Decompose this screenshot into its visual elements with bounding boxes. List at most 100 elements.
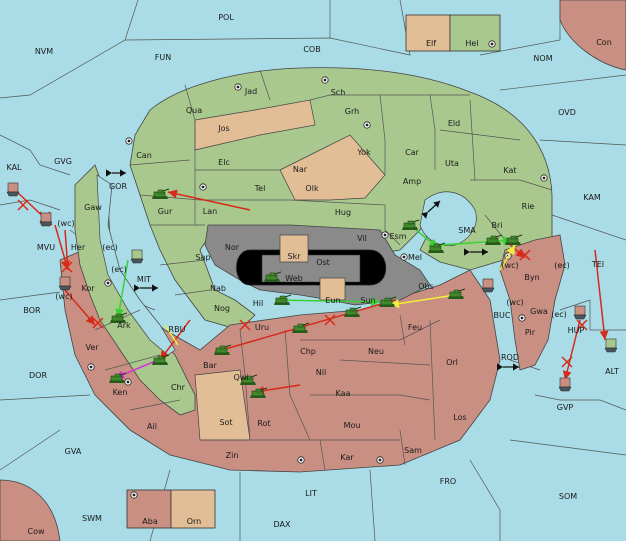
sea-label-buc: BUC — [494, 311, 511, 320]
sea-label-ovd: OVD — [558, 108, 576, 117]
coast-tag: (wc) — [501, 261, 518, 270]
land-labels: Con Elf Hel Jad Sch Qua Grh Jos Eld Can … — [27, 38, 611, 536]
land-label-rot: Rot — [257, 419, 270, 428]
sea-label-rod: ROD — [501, 353, 519, 362]
sea-label-som: SOM — [559, 492, 577, 501]
coast-tag: (ec) — [111, 265, 127, 274]
sea-label-sma: SMA — [458, 226, 476, 235]
land-label-kat: Kat — [503, 166, 516, 175]
land-label-ark: Ark — [117, 321, 131, 330]
sea-label-cob: COB — [303, 45, 320, 54]
land-label-esm: Esm — [389, 232, 406, 241]
sea-label-dor: DOR — [29, 371, 47, 380]
sea-label-mvu: MVU — [37, 243, 55, 252]
coast-tag: (ec) — [554, 261, 570, 270]
land-label-tel: Tel — [254, 184, 266, 193]
land-label-eun: Eun — [325, 296, 340, 305]
land-label-qwi: Qwi — [233, 373, 248, 382]
coast-tag: (wc) — [506, 298, 523, 307]
land-label-elf: Elf — [426, 39, 436, 48]
land-label-con: Con — [596, 38, 612, 47]
fleet-icon — [481, 278, 495, 293]
land-label-ver: Ver — [85, 343, 99, 352]
land-label-uta: Uta — [445, 159, 459, 168]
sea-label-pol: POL — [218, 13, 234, 22]
land-label-byn: Byn — [524, 273, 539, 282]
sea-label-mit: MIT — [137, 275, 151, 284]
sea-label-kam: KAM — [583, 193, 601, 202]
land-label-los: Los — [453, 413, 466, 422]
land-label-olk: Olk — [305, 184, 319, 193]
land-label-sap: Sap — [195, 253, 210, 262]
sea-label-gvp: GVP — [557, 403, 574, 412]
fleet-icon — [604, 338, 618, 353]
land-label-hil: Hil — [253, 299, 263, 308]
land-label-bar: Bar — [203, 361, 217, 370]
land-label-sot: Sot — [219, 418, 232, 427]
land-label-car: Car — [405, 148, 419, 157]
fleet-icon — [6, 182, 20, 197]
coast-tags: (wc) (ec) (ec) (wc) (wc) (ec) (wc) (ec) — [55, 219, 569, 319]
province-borders — [94, 69, 553, 471]
land-label-yok: Yok — [356, 148, 371, 157]
sea-label-fro: FRO — [440, 477, 456, 486]
land-label-kor: Kor — [81, 284, 95, 293]
coast-tag: (wc) — [55, 292, 72, 301]
land-label-gaw: Gaw — [84, 203, 102, 212]
land-label-eld: Eld — [448, 119, 460, 128]
sea-label-kal: KAL — [6, 163, 22, 172]
land-label-nil: Nil — [316, 368, 326, 377]
land-label-mel: Mel — [408, 253, 422, 262]
land-label-jad: Jad — [244, 87, 257, 96]
sea-label-gva: GVA — [65, 447, 82, 456]
sea-label-fun: FUN — [155, 53, 171, 62]
land-label-elc: Elc — [218, 158, 230, 167]
land-label-neu: Neu — [368, 347, 384, 356]
land-label-gwa: Gwa — [530, 307, 548, 316]
land-label-can: Can — [136, 151, 152, 160]
sea-label-alt: ALT — [605, 367, 619, 376]
land-label-ost: Ost — [316, 258, 330, 267]
land-label-jos: Jos — [217, 124, 229, 133]
land-label-hug: Hug — [335, 208, 351, 217]
sea-label-gvg: GVG — [54, 157, 72, 166]
inner-sea-mit — [96, 174, 176, 356]
land-label-vil: Vil — [357, 234, 367, 243]
legend-orn-box — [170, 489, 216, 529]
sea-label-swm: SWM — [82, 514, 102, 523]
sea-label-hup: HUP — [568, 326, 585, 335]
land-label-obs: Obs — [418, 282, 434, 291]
coast-tag: (ec) — [551, 310, 567, 319]
land-label-qua: Qua — [186, 106, 202, 115]
land-label-bri: Bri — [492, 221, 503, 230]
legend-elf-box — [405, 14, 451, 52]
fleet-icon — [558, 377, 572, 392]
land-label-lan: Lan — [203, 207, 217, 216]
fleet-icon — [39, 212, 53, 227]
sea-label-bor: BOR — [23, 306, 41, 315]
land-label-grh: Grh — [345, 107, 359, 116]
land-label-skr: Skr — [288, 252, 302, 261]
land-label-nor: Nor — [225, 243, 240, 252]
land-label-ken: Ken — [113, 388, 128, 397]
land-label-uru: Uru — [255, 323, 269, 332]
land-label-kar: Kar — [340, 453, 354, 462]
sea-label-dax: DAX — [274, 520, 291, 529]
land-label-sun: Sun — [360, 296, 375, 305]
land-label-cow: Cow — [27, 527, 44, 536]
land-label-kaa: Kaa — [336, 389, 351, 398]
fleet-icon — [573, 305, 587, 320]
land-label-hel: Hel — [465, 39, 478, 48]
sea-label-gor: GOR — [109, 182, 127, 191]
land-label-chp: Chp — [300, 347, 316, 356]
land-label-chr: Chr — [171, 383, 186, 392]
land-label-orn: Orn — [187, 517, 202, 526]
land-label-amp: Amp — [403, 177, 421, 186]
sea-label-nom: NOM — [533, 54, 552, 63]
sea-label-rbu: RBU — [169, 325, 186, 334]
land-label-her: Her — [71, 243, 86, 252]
land-label-web: Web — [285, 274, 302, 283]
coast-tag: (ec) — [102, 243, 118, 252]
